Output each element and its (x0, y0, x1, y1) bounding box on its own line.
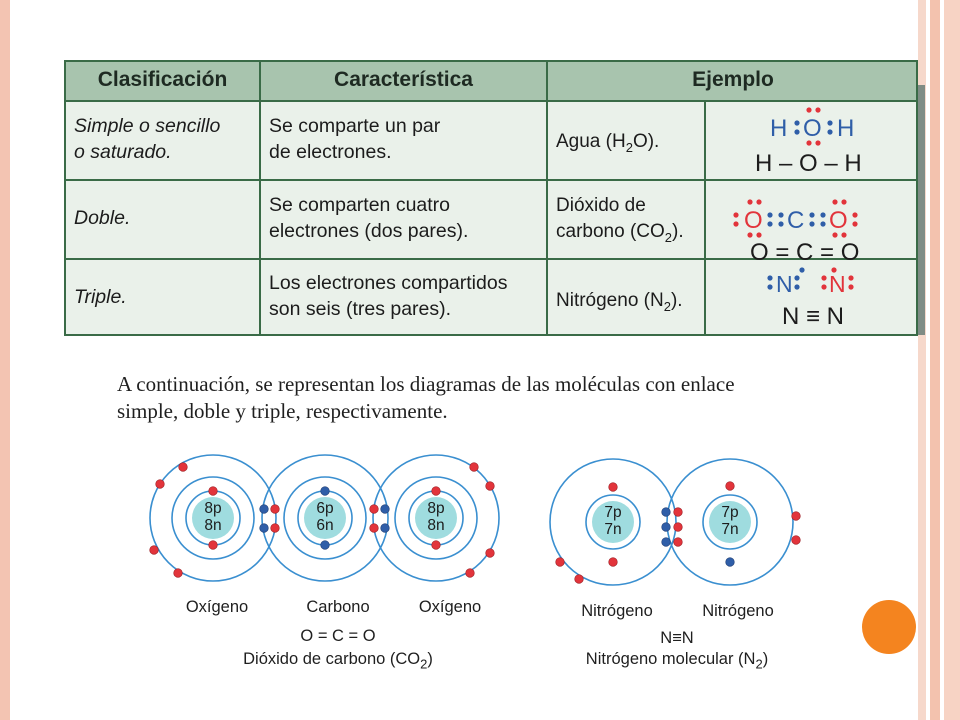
row3-ejemplo-name: Nitrógeno (N2). (556, 288, 683, 320)
label-oxigeno-1: Oxígeno (185, 598, 249, 616)
row2-ejemplo-line1: Dióxido de (556, 195, 646, 216)
row2-ejemplo-tail: ). (672, 221, 684, 242)
paragraph-line2: simple, doble y triple, respectivamente. (117, 399, 448, 423)
co2-name-label: Dióxido de carbono (CO2) (243, 650, 433, 671)
row1-ejemplo-subscript: 2 (625, 139, 633, 155)
row-divider (66, 179, 916, 181)
nucleus-o2-neutrons: 8n (427, 517, 444, 534)
electrons-red (149, 462, 801, 584)
row1-caracteristica: Se comparte un par de electrones. (269, 113, 440, 165)
lewis-h-left: H (770, 115, 787, 142)
label-oxigeno-2: Oxígeno (418, 598, 482, 616)
row1-ejemplo-name: Agua (H2O). (556, 129, 659, 161)
n2-formula-label: N≡N (660, 629, 694, 647)
co2-name-subscript: 2 (420, 656, 428, 672)
row3-caracteristica-line1: Los electrones compartidos (269, 272, 508, 294)
row-divider (66, 100, 916, 102)
label-carbono: Carbono (306, 598, 370, 616)
row3-clasificacion: Triple. (74, 284, 127, 310)
co2-formula-label: O = C = O (300, 627, 376, 645)
paragraph-line1: A continuación, se representan los diagr… (117, 372, 735, 396)
n2-name-text: Nitrógeno molecular (N (585, 650, 756, 668)
row2-caracteristica-line2: electrones (dos pares). (269, 220, 469, 242)
row1-ejemplo-text: Agua (H (556, 131, 626, 152)
water-formula: H – O – H (755, 150, 862, 177)
row3-caracteristica: Los electrones compartidos son seis (tre… (269, 270, 507, 322)
row3-ejemplo-tail: ). (670, 290, 683, 311)
right-decorative-stripe-3 (944, 0, 960, 720)
row1-clasificacion: Simple o sencillo o saturado. (74, 113, 220, 165)
n2-formula: N ≡ N (782, 303, 844, 330)
nucleus-o1-protons: 8p (204, 500, 221, 517)
row2-ejemplo-line2: carbono (CO2). (556, 219, 684, 251)
co2-formula: O = C = O (750, 239, 859, 266)
label-nitrogeno-2: Nitrógeno (702, 602, 774, 620)
row3-ejemplo-text: Nitrógeno (N (556, 290, 664, 311)
nucleus-c-neutrons: 6n (316, 517, 333, 534)
left-decorative-stripe (0, 0, 10, 720)
bond-classification-table: Clasificación Característica Ejemplo Sim… (64, 60, 918, 336)
lewis-h-right: H (837, 115, 854, 142)
row2-caracteristica-line1: Se comparten cuatro (269, 194, 451, 216)
nucleus-o1-neutrons: 8n (204, 517, 221, 534)
header-ejemplo: Ejemplo (692, 68, 774, 91)
lewis-o-water: O (803, 115, 822, 142)
nuclei (192, 497, 751, 543)
nucleus-n2-protons: 7p (721, 504, 738, 521)
lewis-o-right: O (829, 207, 848, 234)
n2-name-label: Nitrógeno molecular (N2) (586, 650, 768, 671)
co2-name-text: Dióxido de carbono (CO (243, 650, 421, 668)
lewis-o-left: O (744, 207, 763, 234)
row1-clasificacion-line1: Simple o sencillo (74, 115, 221, 137)
right-decorative-stripe (918, 0, 926, 720)
n2-name-subscript: 2 (755, 656, 763, 672)
row3-clasificacion-line1: Triple. (74, 286, 127, 308)
row2-ejemplo-subscript: 2 (664, 229, 673, 245)
co2-name-tail: ) (427, 650, 433, 668)
row2-ejemplo-name: Dióxido de carbono (CO2). (556, 193, 684, 251)
lewis-structures: H O H H – O – H O C O O = C = O N N N ≡ … (733, 107, 862, 330)
right-decorative-stripe-2 (930, 0, 940, 720)
row1-clasificacion-line2: o saturado. (74, 141, 172, 163)
row2-clasificacion-line1: Doble. (74, 207, 131, 229)
column-divider (546, 62, 548, 334)
co2-orbits (149, 454, 794, 586)
electrons-blue (259, 486, 735, 567)
nucleus-n1-protons: 7p (604, 504, 621, 521)
intro-paragraph: A continuación, se representan los diagr… (117, 371, 857, 425)
label-nitrogeno-1: Nitrógeno (581, 602, 653, 620)
lewis-n-left: N (776, 271, 793, 297)
header-caracteristica: Característica (334, 68, 473, 91)
nucleus-o2-protons: 8p (427, 500, 444, 517)
column-divider (259, 62, 261, 334)
column-divider (704, 100, 706, 334)
nucleus-n2-neutrons: 7n (721, 521, 738, 538)
n2-name-tail: ) (762, 650, 769, 668)
lewis-c: C (787, 207, 804, 234)
row-divider (66, 258, 916, 260)
header-clasificacion: Clasificación (97, 68, 228, 91)
table-header-row (66, 62, 916, 100)
row2-ejemplo-text: carbono (CO (556, 221, 665, 242)
row1-caracteristica-line2: de electrones. (269, 141, 392, 163)
nucleus-n1-neutrons: 7n (604, 521, 621, 538)
nucleus-c-protons: 6p (316, 500, 333, 517)
right-decorative-gap-2 (940, 0, 944, 720)
row3-caracteristica-line2: son seis (tres pares). (269, 298, 452, 320)
lewis-n-right: N (829, 271, 846, 297)
nucleus-labels: 8p 8n 6p 6n 8p 8n 7p 7n 7p 7n (204, 500, 738, 538)
row1-ejemplo-tail: O). (632, 131, 660, 152)
right-decorative-gap (926, 0, 930, 720)
row1-caracteristica-line1: Se comparte un par (269, 115, 441, 137)
row3-ejemplo-subscript: 2 (663, 298, 671, 314)
accent-circle (862, 600, 916, 654)
row2-clasificacion: Doble. (74, 205, 130, 231)
row2-caracteristica: Se comparten cuatro electrones (dos pare… (269, 192, 468, 244)
